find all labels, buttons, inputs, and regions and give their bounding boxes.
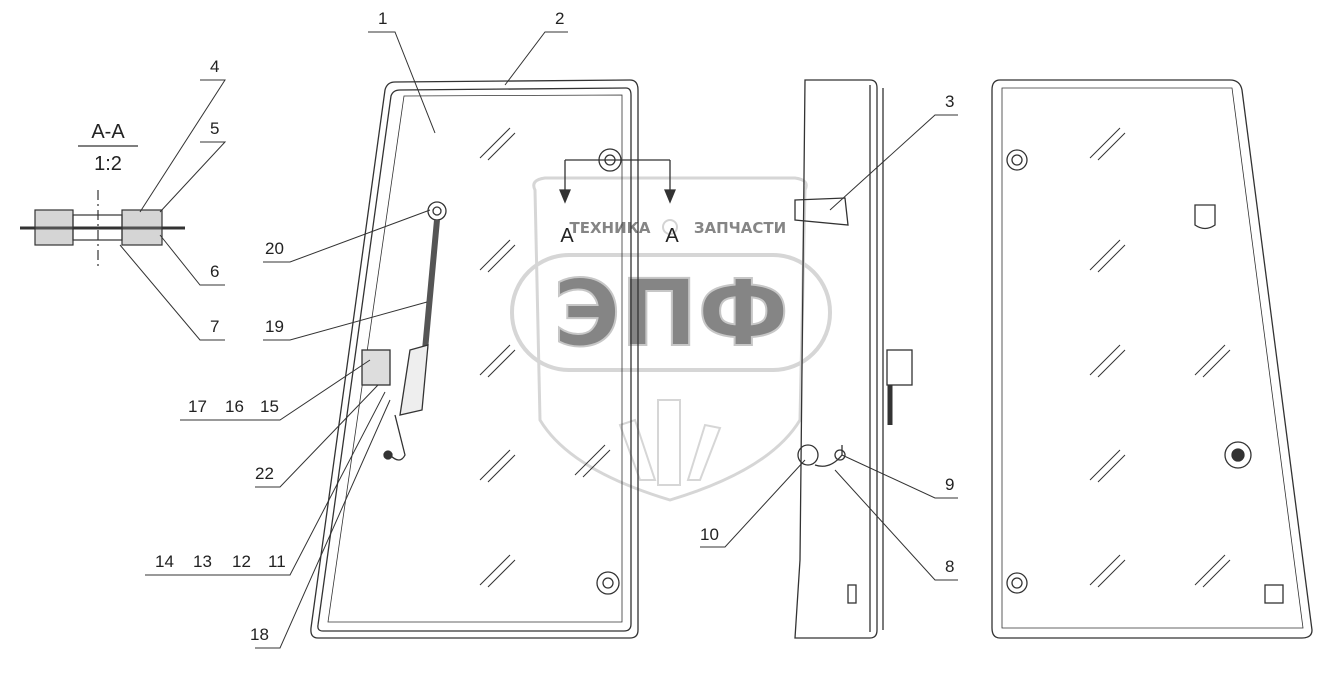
door-rear-view [991,79,1313,639]
section-arrow-a-left: A [560,225,574,247]
callout-13: 13 [193,552,212,571]
callout-1: 1 [378,9,387,28]
callout-12: 12 [232,552,251,571]
callout-2: 2 [555,9,564,28]
callout-10: 10 [700,525,719,544]
callout-7: 7 [210,317,219,336]
callout-22: 22 [255,464,274,483]
section-arrow-a-right: A [665,225,679,247]
callout-9: 9 [945,475,954,494]
callout-5: 5 [210,119,219,138]
callout-17: 17 [188,397,207,416]
callout-16: 16 [225,397,244,416]
callout-18: 18 [250,625,269,644]
watermark-left-text: ТЕХНИКА [569,219,650,237]
gear-icon [662,219,678,235]
callout-15: 15 [260,397,279,416]
callout-labels: 1 2 3 4 5 6 7 8 9 10 11 12 13 14 15 16 1… [155,9,954,644]
door-side-view [794,79,913,639]
section-detail: A-A 1:2 [20,121,185,270]
callout-4: 4 [210,57,219,76]
callout-8: 8 [945,557,954,576]
section-title: A-A [91,121,125,143]
section-scale: 1:2 [94,153,122,175]
glass-hatch [479,127,611,588]
callout-14: 14 [155,552,174,571]
watermark-brand: ЭПФ [553,260,789,367]
callout-11: 11 [268,552,286,571]
callout-19: 19 [265,317,284,336]
watermark-right-text: ЗАПЧАСТИ [694,219,786,237]
door-front-view: A A [310,79,679,639]
callout-3: 3 [945,92,954,111]
leader-lines [119,31,958,649]
callout-20: 20 [265,239,284,258]
wheat-icon [618,399,722,486]
callout-6: 6 [210,262,219,281]
watermark: ЭПФ ТЕХНИКА ЗАПЧАСТИ [510,176,832,502]
